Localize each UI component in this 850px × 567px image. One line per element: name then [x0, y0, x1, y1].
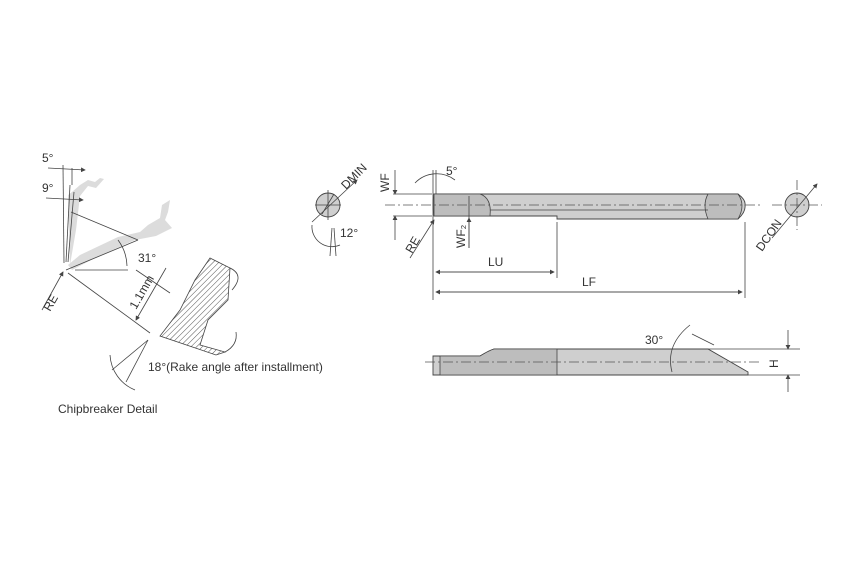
- chipbreaker-9deg-label: 9°: [42, 181, 54, 195]
- chipbreaker-caption: Chipbreaker Detail: [58, 402, 157, 416]
- wf2-label: WF₂: [454, 224, 468, 248]
- side-view: 30° H: [425, 324, 800, 392]
- rake-angle-label: 18°(Rake angle after installment): [148, 360, 323, 374]
- front-view: DMIN 12°: [311, 161, 370, 257]
- h-label: H: [767, 359, 781, 368]
- lu-label: LU: [488, 255, 503, 269]
- dcon-label: DCON: [753, 217, 785, 254]
- chipbreaker-31deg-label: 31°: [138, 251, 156, 265]
- chipbreaker-detail: 5° 9° 31° RE 1.1mm 18°(Rake angle after …: [40, 151, 322, 416]
- top-5deg-label: 5°: [446, 164, 458, 178]
- re-label: RE: [402, 234, 422, 255]
- top-view: WF 5° RE WF₂ LU LF: [378, 164, 760, 300]
- dmin-label: DMIN: [338, 161, 370, 193]
- side-30deg-label: 30°: [645, 333, 663, 347]
- chipbreaker-5deg-label: 5°: [42, 151, 54, 165]
- lf-label: LF: [582, 275, 596, 289]
- chipbreaker-re-label: RE: [40, 292, 60, 313]
- front-12deg-label: 12°: [340, 226, 358, 240]
- end-view: DCON: [753, 180, 822, 254]
- wf-label: WF: [378, 173, 392, 192]
